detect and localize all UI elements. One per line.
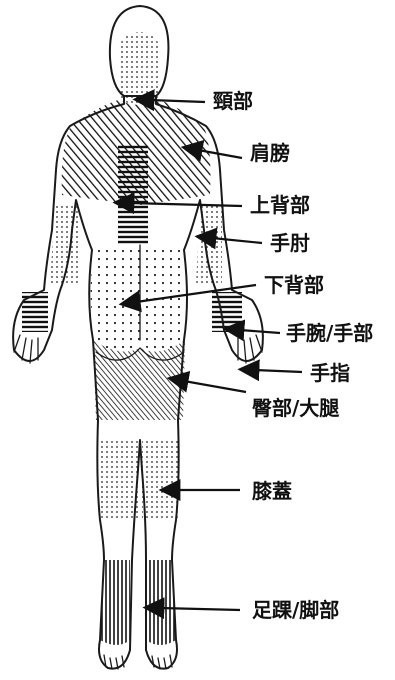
label-neck: 頸部 <box>213 89 253 113</box>
label-upper-back: 上背部 <box>250 193 310 217</box>
right-knee-region <box>142 440 178 520</box>
arrow-fingers <box>255 370 302 372</box>
neck-region <box>118 32 160 104</box>
left-knee-region <box>100 440 138 520</box>
right-wrist-region <box>212 292 242 332</box>
label-knee: 膝蓋 <box>252 479 292 503</box>
label-elbow: 手肘 <box>270 231 310 255</box>
label-wrist-hand: 手腕/手部 <box>286 321 373 345</box>
arrow-hip-thigh <box>184 381 246 392</box>
label-ankle-foot: 足踝/脚部 <box>252 598 339 622</box>
upper-back-region <box>118 145 148 245</box>
label-hip-thigh: 臀部/大腿 <box>252 396 339 420</box>
arrow-wrist-hand <box>240 330 280 333</box>
hip-thigh-region <box>93 340 185 420</box>
right-ankle-foot-region <box>146 560 176 645</box>
label-lower-back: 下背部 <box>264 273 324 297</box>
left-ankle-foot-region <box>100 560 130 645</box>
label-shoulder: 肩膀 <box>250 141 290 165</box>
label-fingers: 手指 <box>310 361 350 385</box>
right-elbow-region <box>196 205 222 285</box>
